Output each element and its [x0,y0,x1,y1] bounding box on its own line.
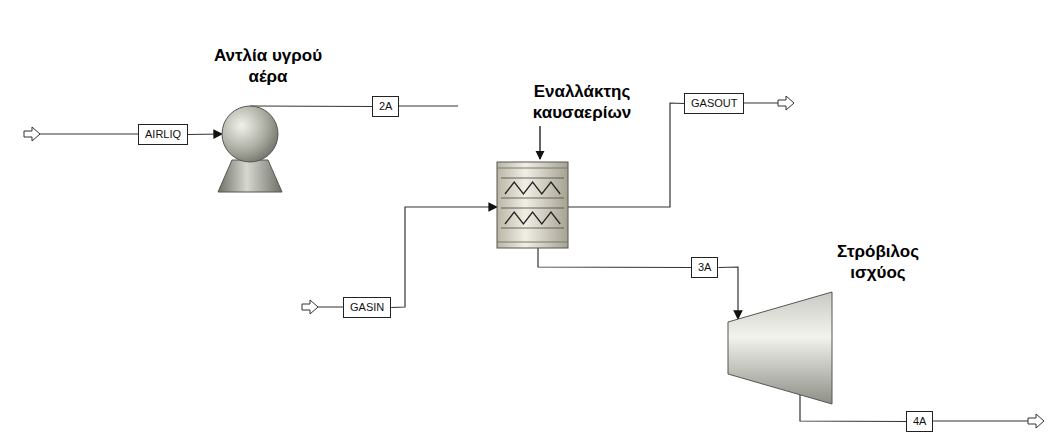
outlet-line [920,420,1028,421]
stream-name: 3A [698,261,711,274]
stream-tails [40,103,1028,421]
stream-line [250,105,372,107]
power-turbine-symbol [728,292,832,404]
exchanger-tube [501,208,564,209]
stream-label: 4A [906,411,933,432]
stream-name: 2A [379,100,392,113]
exchanger-tube [501,198,564,199]
equipment-label: Εναλλάκτης καυσαερίων [520,81,644,123]
leader-arrow [539,126,540,159]
feed-arrow [24,127,40,141]
stream-label: 3A [691,257,718,278]
stream-name: AIRLIQ [145,128,181,141]
heat-exchanger: Εναλλάκτης καυσαερίων [497,162,568,248]
feed-arrow [302,300,318,314]
exchanger-band [497,242,568,243]
stream-label: AIRLIQ [138,124,188,145]
power-turbine: Στρόβιλος ισχύος [728,292,832,404]
exchanger-coil [505,212,560,224]
equipment-label: Αντλία υγρού αέρα [210,45,326,87]
stream-line [188,133,222,135]
heat-exchanger-symbol [497,162,568,248]
equipment-label: Στρόβιλος ισχύος [826,241,930,283]
stream-line [538,248,691,268]
stream-line [391,207,497,308]
stream-name: 4A [913,415,926,428]
exchanger-coil [505,182,560,194]
stream-name: GASOUT [691,97,737,110]
exchanger-tube [501,178,564,179]
exchanger-tube [501,228,564,229]
stream-name: GASIN [350,301,384,314]
port-arrows [24,96,1044,428]
exchanger-band [497,168,568,169]
stream-label: GASOUT [684,93,744,114]
pump-base [218,160,282,192]
liquid-air-pump: Αντλία υγρού αέρα [218,104,282,194]
turbine-casing [728,292,832,404]
stream-label: GASIN [343,297,391,318]
product-arrow [778,96,794,110]
exchanger-shell [497,162,568,248]
stream-line [718,267,738,319]
pump-casing [222,106,278,162]
stream-label: 2A [372,96,399,117]
product-arrow [1028,414,1044,428]
liquid-air-pump-symbol [218,104,282,194]
